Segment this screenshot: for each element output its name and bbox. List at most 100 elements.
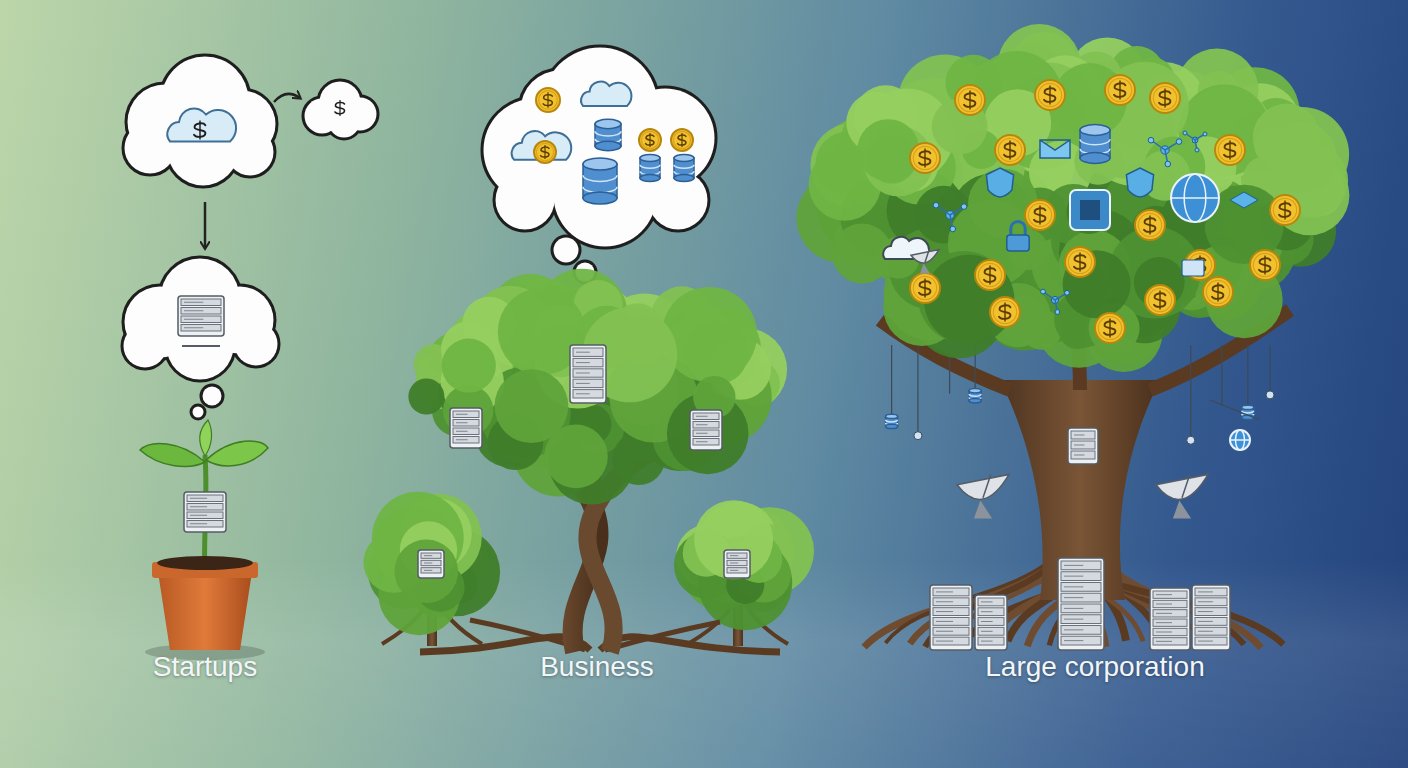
server-icon: [1061, 593, 1101, 602]
server-icon: [1074, 455, 1085, 456]
network-icon: [1148, 137, 1154, 143]
server-icon: [181, 325, 221, 332]
server-icon: [978, 637, 1004, 645]
dollar-symbol: [1149, 215, 1150, 234]
tree-root: [1061, 560, 1107, 641]
server-icon: [1068, 428, 1098, 464]
server-icon: [693, 439, 719, 446]
lock-icon: [1011, 221, 1025, 235]
server-icon: [576, 362, 590, 363]
coin-icon: [673, 131, 690, 148]
network-icon: [1203, 132, 1207, 136]
server-icon: [190, 498, 207, 499]
hanging-wire: [1190, 345, 1191, 437]
seedling-leaf: [206, 441, 268, 466]
server-icon: [933, 608, 969, 616]
server-icon: [690, 410, 722, 450]
coin-icon: [1065, 247, 1095, 277]
server-icon: [573, 369, 603, 377]
server-icon: [1156, 594, 1172, 595]
server-icon: [1061, 583, 1101, 592]
server-icon: [978, 618, 1004, 626]
tree-trunk: [1000, 380, 1160, 600]
coin-icon: [1138, 213, 1161, 236]
tree-foliage: [1134, 257, 1185, 308]
dollar-symbol: [1284, 200, 1285, 219]
network-icon: [1165, 161, 1171, 167]
server-icon: [421, 553, 441, 558]
server-icon: [1153, 591, 1187, 598]
coin-icon: [534, 141, 556, 163]
satellite-dish: [957, 474, 1009, 499]
server-icon: [453, 420, 479, 427]
database-icon: [595, 119, 621, 128]
coin-icon: [1153, 86, 1176, 109]
server-icon: [933, 637, 969, 645]
coin-icon: [1218, 138, 1241, 161]
coin-icon: [1148, 288, 1171, 311]
server-icon: [418, 550, 444, 578]
server-icon: [1198, 631, 1213, 632]
server-icon: [453, 437, 479, 444]
server-icon: [936, 631, 953, 632]
server-icon: [456, 431, 468, 432]
tree-foliage: [857, 119, 919, 181]
server-icon: [1195, 627, 1227, 635]
server-icon: [696, 416, 708, 417]
dollar-symbol: [339, 100, 340, 116]
server-icon: [453, 428, 479, 435]
server-icon: [184, 302, 203, 303]
database-icon: [1080, 139, 1110, 144]
stage-label: Startups: [153, 651, 257, 683]
hanging-node: [1187, 436, 1195, 444]
coin-icon: [1203, 277, 1233, 307]
coin-icon: [536, 143, 553, 160]
dollar-symbol: [1229, 140, 1230, 159]
server-icon: [181, 308, 221, 315]
server-icon: [1195, 588, 1227, 596]
server-icon: [1198, 591, 1213, 592]
coin-icon: [1108, 78, 1131, 101]
coin-icon: [671, 129, 693, 151]
dollar-symbol: [1079, 252, 1080, 271]
dollar-symbol: [544, 145, 545, 159]
server-icon: [187, 512, 223, 519]
dollar-symbol: [681, 133, 682, 147]
server-icon: [1156, 613, 1172, 614]
coin-icon: [1206, 280, 1229, 303]
server-icon: [730, 570, 738, 571]
server-icon: [1198, 611, 1213, 612]
hanging-wire: [1221, 345, 1222, 406]
mail-icon: [1040, 140, 1070, 158]
hanging-node: [914, 432, 922, 440]
coin-icon: [1095, 313, 1125, 343]
shield-icon: [1126, 168, 1153, 197]
server-icon: [1198, 641, 1213, 642]
server-icon: [730, 563, 738, 564]
coin-icon: [1145, 285, 1175, 315]
network-icon: [950, 226, 956, 232]
dollar-symbol: [199, 120, 200, 139]
database-icon: [583, 192, 617, 204]
coin-icon: [1273, 198, 1296, 221]
database-icon: [674, 165, 694, 169]
server-icon: [1192, 585, 1230, 650]
thought-bubble: [124, 325, 167, 368]
server-icon: [1064, 576, 1083, 577]
server-icon: [933, 588, 969, 596]
server-icon: [1064, 565, 1083, 566]
network-icon: [1176, 139, 1182, 145]
server-icon: [456, 422, 468, 423]
lock-icon: [1007, 235, 1029, 251]
database-icon: [640, 154, 660, 161]
server-icon: [727, 568, 747, 573]
server-icon: [181, 299, 221, 306]
server-icon: [576, 383, 590, 384]
coin-icon: [1028, 203, 1051, 226]
server-icon: [1064, 608, 1083, 609]
dollar-symbol: [989, 265, 990, 284]
hanging-wire: [917, 345, 918, 433]
server-icon: [190, 506, 207, 507]
server-icon: [936, 591, 953, 592]
